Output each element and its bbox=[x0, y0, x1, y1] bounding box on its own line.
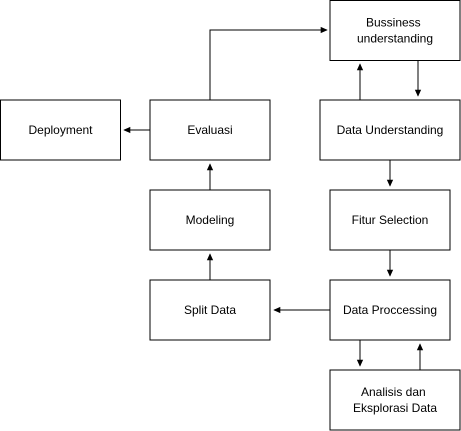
svg-text:Data Understanding: Data Understanding bbox=[337, 123, 444, 137]
node-data-understanding: Data Understanding bbox=[319, 99, 461, 161]
node-business-understanding: Bussiness understanding bbox=[329, 0, 461, 61]
node-analisis-eksplorasi: Analisis dan Eksplorasi Data bbox=[329, 369, 461, 431]
node-deployment: Deployment bbox=[0, 99, 121, 161]
node-label-line: understanding bbox=[357, 32, 433, 46]
node-label-line: Analisis dan bbox=[361, 385, 426, 399]
node-label-line: Data Proccessing bbox=[343, 303, 437, 317]
svg-text:Fitur Selection: Fitur Selection bbox=[352, 213, 429, 227]
node-box bbox=[0, 99, 121, 161]
node-box bbox=[149, 99, 271, 161]
node-label-line: Deployment bbox=[28, 123, 93, 137]
svg-text:Bussiness understanding: Bussiness understanding bbox=[357, 16, 433, 46]
node-box bbox=[329, 189, 451, 251]
edge-evaluasi-to-business bbox=[209, 26, 328, 100]
svg-text:Deployment: Deployment bbox=[28, 123, 93, 137]
node-label-line: Data Understanding bbox=[337, 123, 444, 137]
edges bbox=[123, 26, 424, 370]
node-data-processing: Data Proccessing bbox=[329, 279, 451, 341]
svg-text:Data Proccessing: Data Proccessing bbox=[343, 303, 437, 317]
node-label-line: Eksplorasi Data bbox=[353, 401, 437, 415]
node-label-line: Bussiness bbox=[366, 16, 421, 30]
node-box bbox=[329, 279, 451, 341]
node-fitur-selection: Fitur Selection bbox=[329, 189, 451, 251]
node-label-line: Split Data bbox=[184, 303, 236, 317]
node-box bbox=[329, 369, 461, 431]
svg-text:Modeling: Modeling bbox=[186, 213, 235, 227]
node-label-line: Modeling bbox=[186, 213, 235, 227]
node-modeling: Modeling bbox=[149, 189, 271, 251]
svg-text:Evaluasi: Evaluasi bbox=[187, 123, 232, 137]
node-box bbox=[149, 189, 271, 251]
node-evaluasi: Evaluasi bbox=[149, 99, 271, 161]
svg-text:Analisis dan Eksplorasi: Analisis dan Eksplorasi Data bbox=[353, 385, 437, 415]
node-label-line: Fitur Selection bbox=[352, 213, 429, 227]
node-box bbox=[329, 0, 461, 61]
node-label-line: Evaluasi bbox=[187, 123, 232, 137]
node-box bbox=[149, 279, 271, 341]
node-box bbox=[319, 99, 461, 161]
svg-text:Split Data: Split Data bbox=[184, 303, 236, 317]
node-split-data: Split Data bbox=[149, 279, 271, 341]
